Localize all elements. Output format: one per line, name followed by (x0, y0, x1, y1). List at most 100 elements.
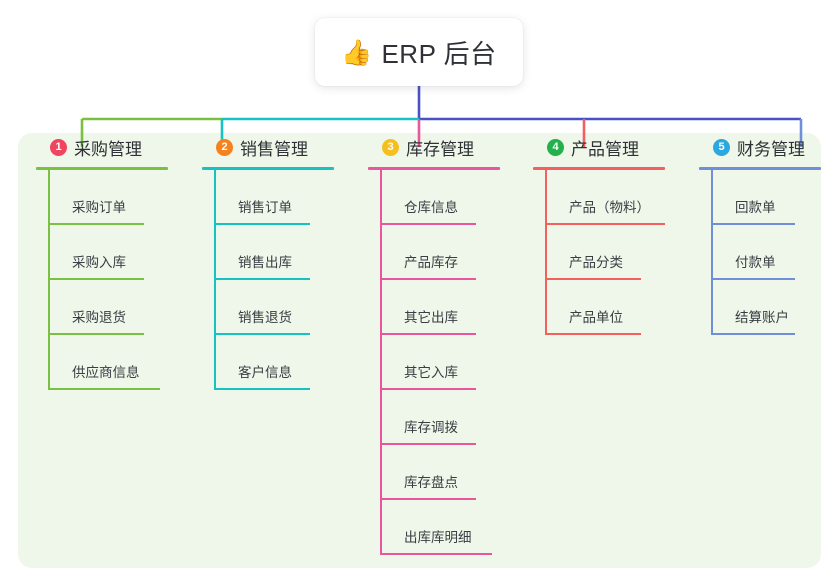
list-item[interactable]: 回款单 (711, 170, 821, 225)
list-item[interactable]: 产品单位 (545, 280, 665, 335)
column-item-list: 仓库信息产品库存其它出库其它入库库存调拨库存盘点出库库明细 (368, 170, 500, 555)
list-item-label: 采购订单 (72, 200, 126, 215)
list-item[interactable]: 采购订单 (48, 170, 168, 225)
list-item[interactable]: 其它入库 (380, 335, 500, 390)
list-item-rule (214, 388, 310, 390)
list-item-rule (711, 223, 795, 225)
column-spine (711, 170, 713, 335)
list-item-rule (48, 388, 160, 390)
column-badge-4: 4 (547, 138, 564, 156)
column-1: 1 采购管理采购订单采购入库采购退货供应商信息 (36, 133, 168, 390)
list-item[interactable]: 产品库存 (380, 225, 500, 280)
list-item-rule (545, 278, 641, 280)
list-item-rule (380, 498, 476, 500)
list-item[interactable]: 仓库信息 (380, 170, 500, 225)
list-item-label: 采购入库 (72, 255, 126, 270)
column-item-list: 采购订单采购入库采购退货供应商信息 (36, 170, 168, 390)
list-item-rule (48, 333, 144, 335)
column-badge-3: 3 (382, 138, 399, 156)
list-item-rule (380, 223, 476, 225)
list-item-rule (48, 223, 144, 225)
list-item[interactable]: 库存盘点 (380, 445, 500, 500)
column-spine (380, 170, 382, 555)
column-spine (48, 170, 50, 390)
list-item[interactable]: 销售出库 (214, 225, 334, 280)
column-badge-5: 5 (713, 138, 730, 156)
column-item-list: 销售订单销售出库销售退货客户信息 (202, 170, 334, 390)
root-node-title: ERP 后台 (381, 38, 497, 69)
list-item-rule (380, 388, 476, 390)
list-item-rule (48, 278, 144, 280)
column-title: 销售管理 (240, 139, 308, 159)
column-group: 1 采购管理采购订单采购入库采购退货供应商信息 2 销售管理销售订单销售出库销售退货客… (0, 133, 839, 568)
list-item-rule (711, 333, 795, 335)
list-item-rule (214, 278, 310, 280)
list-item-label: 出库库明细 (404, 530, 472, 545)
list-item-label: 其它出库 (404, 310, 458, 325)
list-item-rule (545, 333, 641, 335)
list-item[interactable]: 其它出库 (380, 280, 500, 335)
column-title: 库存管理 (406, 139, 474, 159)
list-item-rule (380, 278, 476, 280)
list-item-label: 客户信息 (238, 365, 292, 380)
list-item[interactable]: 产品分类 (545, 225, 665, 280)
list-item[interactable]: 销售订单 (214, 170, 334, 225)
column-header-rule (36, 167, 168, 170)
list-item-label: 产品单位 (569, 310, 623, 325)
list-item-label: 采购退货 (72, 310, 126, 325)
column-item-list: 产品（物料） 产品分类产品单位 (533, 170, 665, 335)
column-header-rule (202, 167, 334, 170)
list-item-rule (380, 443, 476, 445)
column-spine (545, 170, 547, 335)
list-item-rule (711, 278, 795, 280)
list-item[interactable]: 付款单 (711, 225, 821, 280)
list-item-label: 仓库信息 (404, 200, 458, 215)
list-item[interactable]: 供应商信息 (48, 335, 168, 390)
list-item[interactable]: 出库库明细 (380, 500, 500, 555)
list-item-rule (545, 223, 665, 225)
list-item-rule (380, 553, 492, 555)
column-spine (214, 170, 216, 390)
list-item-rule (214, 333, 310, 335)
root-node-erp-backend[interactable]: 👍 ERP 后台 (315, 18, 523, 86)
column-header-1[interactable]: 1 采购管理 (36, 133, 168, 161)
list-item-label: 付款单 (735, 255, 776, 270)
column-header-2[interactable]: 2 销售管理 (202, 133, 334, 161)
column-2: 2 销售管理销售订单销售出库销售退货客户信息 (202, 133, 334, 390)
list-item[interactable]: 客户信息 (214, 335, 334, 390)
column-header-3[interactable]: 3 库存管理 (368, 133, 500, 161)
list-item-label: 库存盘点 (404, 475, 458, 490)
column-title: 财务管理 (737, 139, 805, 159)
list-item-rule (214, 223, 310, 225)
column-header-rule (699, 167, 821, 170)
column-badge-1: 1 (50, 138, 67, 156)
list-item-label: 结算账户 (735, 310, 789, 325)
list-item[interactable]: 销售退货 (214, 280, 334, 335)
thumbs-up-icon: 👍 (341, 38, 373, 67)
column-header-5[interactable]: 5 财务管理 (699, 133, 821, 161)
list-item-label: 产品（物料） (569, 200, 650, 215)
column-title: 采购管理 (74, 139, 142, 159)
list-item-label: 产品分类 (569, 255, 623, 270)
list-item-label: 其它入库 (404, 365, 458, 380)
list-item-label: 供应商信息 (72, 365, 140, 380)
column-5: 5 财务管理回款单付款单结算账户 (699, 133, 821, 335)
list-item-label: 库存调拨 (404, 420, 458, 435)
content-panel (18, 133, 821, 568)
list-item-label: 销售订单 (238, 200, 292, 215)
column-badge-2: 2 (216, 138, 233, 156)
list-item-label: 回款单 (735, 200, 776, 215)
list-item[interactable]: 库存调拨 (380, 390, 500, 445)
list-item-label: 销售退货 (238, 310, 292, 325)
list-item[interactable]: 结算账户 (711, 280, 821, 335)
list-item[interactable]: 采购入库 (48, 225, 168, 280)
list-item[interactable]: 采购退货 (48, 280, 168, 335)
list-item[interactable]: 产品（物料） (545, 170, 665, 225)
list-item-rule (380, 333, 476, 335)
column-header-rule (368, 167, 500, 170)
column-3: 3 库存管理仓库信息产品库存其它出库其它入库库存调拨库存盘点出库库明细 (368, 133, 500, 555)
list-item-label: 产品库存 (404, 255, 458, 270)
